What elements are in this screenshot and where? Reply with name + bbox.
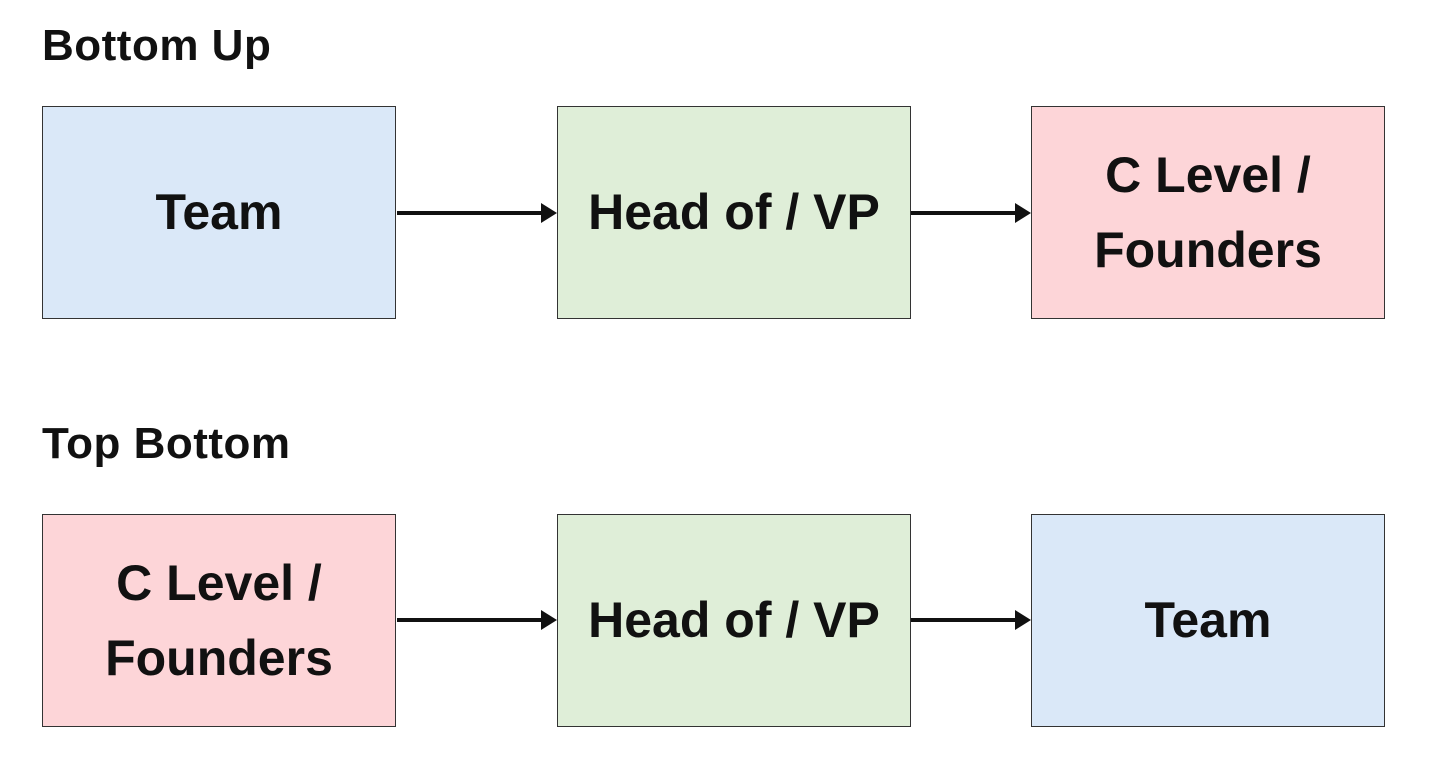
node-head-of-vp: Head of / VP (557, 106, 911, 319)
node-c-level-founders: C Level / Founders (1031, 106, 1385, 319)
node-head-of-vp: Head of / VP (557, 514, 911, 727)
node-label: Head of / VP (588, 592, 880, 648)
node-label: C Level / Founders (1094, 146, 1322, 278)
section-title-bottom-up: Bottom Up (42, 21, 272, 70)
node-label: Head of / VP (588, 184, 880, 240)
arrow-right-icon (397, 605, 557, 635)
node-team: Team (42, 106, 396, 319)
node-label: Team (155, 184, 283, 240)
node-team: Team (1031, 514, 1385, 727)
node-c-level-founders: C Level / Founders (42, 514, 396, 727)
arrow-right-icon (397, 198, 557, 228)
node-label: C Level / Founders (105, 554, 333, 686)
node-label: Team (1144, 592, 1272, 648)
arrow-right-icon (911, 605, 1031, 635)
arrow-right-icon (911, 198, 1031, 228)
section-title-top-bottom: Top Bottom (42, 419, 291, 468)
